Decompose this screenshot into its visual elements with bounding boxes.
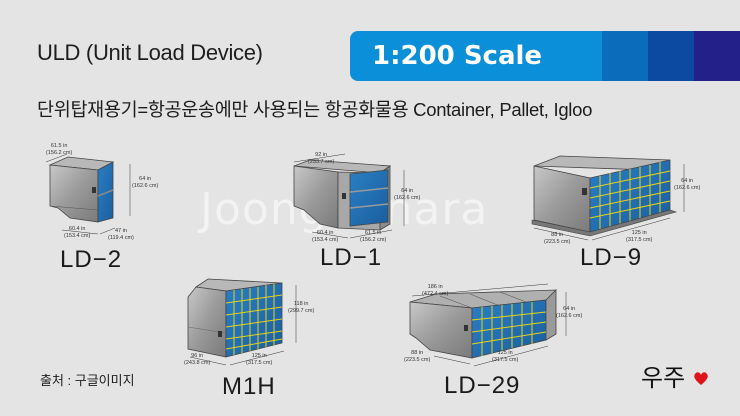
ld1-dim-top: 92 in (233.7 cm) [308, 152, 335, 165]
scale-color-band [648, 31, 694, 81]
uld-ld9: 64 in (162.6 cm) 88 in (223.5 cm) 125 in… [530, 150, 720, 280]
ld9-label: LD−9 [580, 244, 643, 271]
scale-banner: 1:200 Scale [350, 31, 740, 81]
source-credit: 출처 : 구글이미지 [40, 373, 135, 388]
ld9-container-illustration [531, 155, 685, 241]
ld1-dim-height: 64 in (162.6 cm) [394, 188, 421, 201]
ld1-label: LD−1 [320, 244, 383, 271]
ld29-container-illustration [409, 283, 567, 367]
ld29-label: LD−29 [444, 372, 521, 399]
m1h-dim-base: 96 in (243.8 cm) [184, 353, 211, 366]
ld9-dim-base: 88 in (223.5 cm) [544, 232, 571, 245]
ld2-dim-base: 60.4 in (153.4 cm) [64, 226, 91, 239]
page-title: ULD (Unit Load Device) [37, 40, 263, 65]
m1h-container-illustration [187, 278, 297, 366]
scale-color-band [602, 31, 648, 81]
ld29-dim-height: 64 in (162.6 cm) [556, 306, 583, 319]
m1h-dim-depth: 125 in (317.5 cm) [246, 353, 273, 366]
ld1-dim-depth: 61.5 in (156.2 cm) [360, 230, 387, 243]
uld-ld2: 61.5 in (156.2 cm) 64 in (162.6 cm) 60.4… [40, 140, 160, 280]
ld29-dim-top: 186 in (472.4 cm) [422, 284, 449, 297]
ld2-dim-height: 64 in (162.6 cm) [132, 176, 159, 189]
ld1-container-illustration [293, 153, 405, 239]
ld2-dim-depth: 47 in (119.4 cm) [108, 228, 134, 241]
uld-ld1: 92 in (233.7 cm) 64 in (162.6 cm) 60.4 i… [290, 148, 430, 278]
signature: 우주 [641, 364, 686, 392]
m1h-dim-height: 118 in (299.7 cm) [288, 301, 315, 314]
subtitle: 단위탑재용기=항공운송에만 사용되는 항공화물용 Container, Pall… [37, 99, 593, 120]
uld-m1h: 118 in (299.7 cm) 96 in (243.8 cm) 125 i… [180, 275, 320, 405]
ld1-dim-base: 60.4 in (153.4 cm) [312, 230, 339, 243]
uld-ld29: 186 in (472.4 cm) 64 in (162.6 cm) 88 in… [400, 280, 583, 410]
m1h-label: M1H [222, 373, 276, 400]
ld2-dim-top: 61.5 in (156.2 cm) [46, 143, 73, 156]
ld9-dim-height: 64 in (162.6 cm) [674, 178, 701, 191]
ld29-dim-base: 88 in (223.5 cm) [404, 350, 431, 363]
ld2-container-illustration [45, 153, 131, 235]
heart-icon [694, 372, 708, 385]
scale-color-band [694, 31, 740, 81]
ld29-dim-depth: 125 in (317.5 cm) [492, 350, 519, 363]
ld9-dim-depth: 125 in (317.5 cm) [626, 230, 653, 243]
ld2-label: LD−2 [60, 246, 123, 273]
scale-badge: 1:200 Scale [350, 31, 602, 81]
